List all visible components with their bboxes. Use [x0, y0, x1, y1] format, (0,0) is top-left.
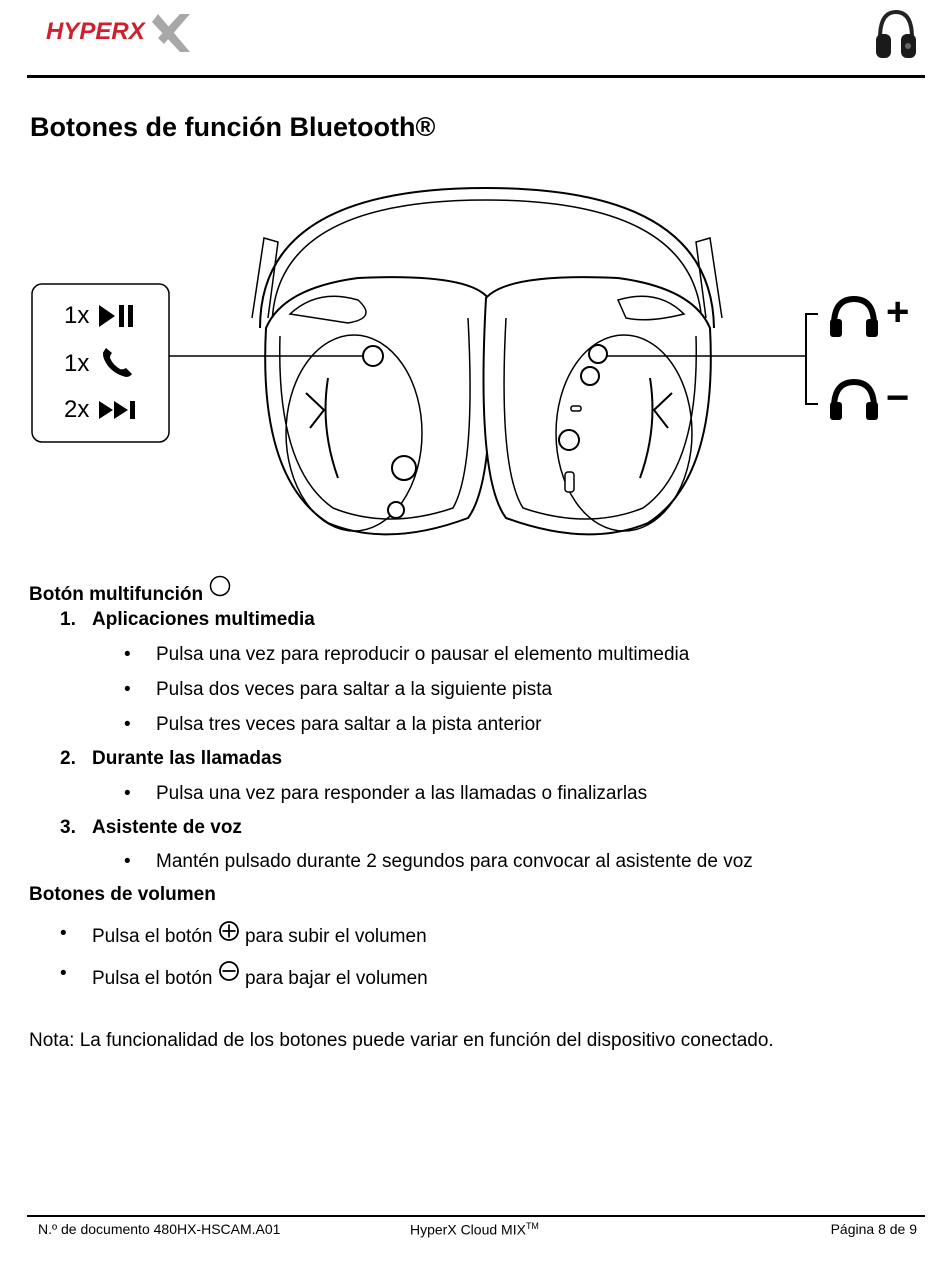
list-item-number-1: 1.: [60, 609, 76, 630]
bullet-marker: •: [124, 714, 131, 735]
volume-up-sign: +: [886, 290, 910, 334]
callout-count-3: 2x: [64, 396, 90, 423]
footer-rule: [27, 1215, 925, 1217]
volume-up-after: para subir el volumen: [244, 926, 427, 947]
list-item-title-2: Durante las llamadas: [92, 748, 283, 769]
plus-circle-icon: [218, 921, 239, 941]
callout-row-2: 1x: [64, 350, 89, 378]
minus-circle-icon: [218, 961, 239, 981]
note: Nota: La funcionalidad de los botones pu…: [29, 1030, 774, 1051]
volume-down-after: para bajar el volumen: [244, 968, 428, 989]
multifunction-heading: Botón multifunción: [29, 574, 232, 606]
callout-row-3: 2x: [64, 396, 89, 424]
volume-down-sign: −: [886, 376, 910, 420]
footer-product: HyperX Cloud MIXTM: [410, 1221, 539, 1238]
headset-thumbnail-icon: [872, 8, 920, 62]
footer-product-name: HyperX Cloud MIX: [410, 1221, 526, 1238]
bullet-marker: •: [124, 644, 131, 665]
volume-up-line: Pulsa el botón para subir el volumen: [92, 920, 427, 948]
bullet-marker: •: [60, 963, 67, 984]
bullet-marker: •: [60, 923, 67, 944]
multifunction-heading-text: Botón multifunción: [29, 584, 204, 605]
list-item-title-1: Aplicaciones multimedia: [92, 609, 315, 630]
list-item-number-3: 3.: [60, 817, 76, 838]
logo-text: HYPERX: [46, 18, 147, 45]
circle-button-icon: [210, 575, 231, 597]
footer-doc-number: N.º de documento 480HX-HSCAM.A01: [38, 1221, 281, 1237]
bullet-text: Pulsa dos veces para saltar a la siguien…: [156, 679, 553, 700]
list-item-title-3: Asistente de voz: [92, 817, 242, 838]
skip-forward-icon: [98, 399, 140, 426]
callout-count-2: 1x: [64, 350, 90, 377]
bullet-text: Pulsa tres veces para saltar a la pista …: [156, 714, 542, 735]
phone-icon: [100, 347, 134, 384]
play-pause-icon: [97, 303, 135, 334]
bullet-text: Mantén pulsado durante 2 segundos para c…: [156, 851, 753, 872]
header-rule: [27, 75, 925, 78]
headphones-icon: [828, 378, 880, 427]
volume-heading: Botones de volumen: [29, 884, 216, 905]
trademark-mark: TM: [525, 1221, 539, 1231]
callout-count-1: 1x: [64, 302, 90, 329]
bullet-text: Pulsa una vez para responder a las llama…: [156, 783, 648, 804]
hyperx-logo: HYPERX: [40, 8, 200, 58]
bullet-text: Pulsa una vez para reproducir o pausar e…: [156, 644, 690, 665]
list-item-number-2: 2.: [60, 748, 76, 769]
headphones-icon: [828, 295, 880, 344]
page-title: Botones de función Bluetooth®: [30, 112, 436, 142]
bullet-marker: •: [124, 679, 131, 700]
headset-diagram: [28, 178, 928, 548]
volume-down-before: Pulsa el botón: [92, 968, 213, 989]
bullet-marker: •: [124, 783, 131, 804]
volume-down-line: Pulsa el botón para bajar el volumen: [92, 960, 428, 990]
bullet-marker: •: [124, 851, 131, 872]
callout-row-1: 1x: [64, 302, 89, 330]
volume-up-before: Pulsa el botón: [92, 926, 213, 947]
footer-page-number: Página 8 de 9: [830, 1221, 917, 1237]
